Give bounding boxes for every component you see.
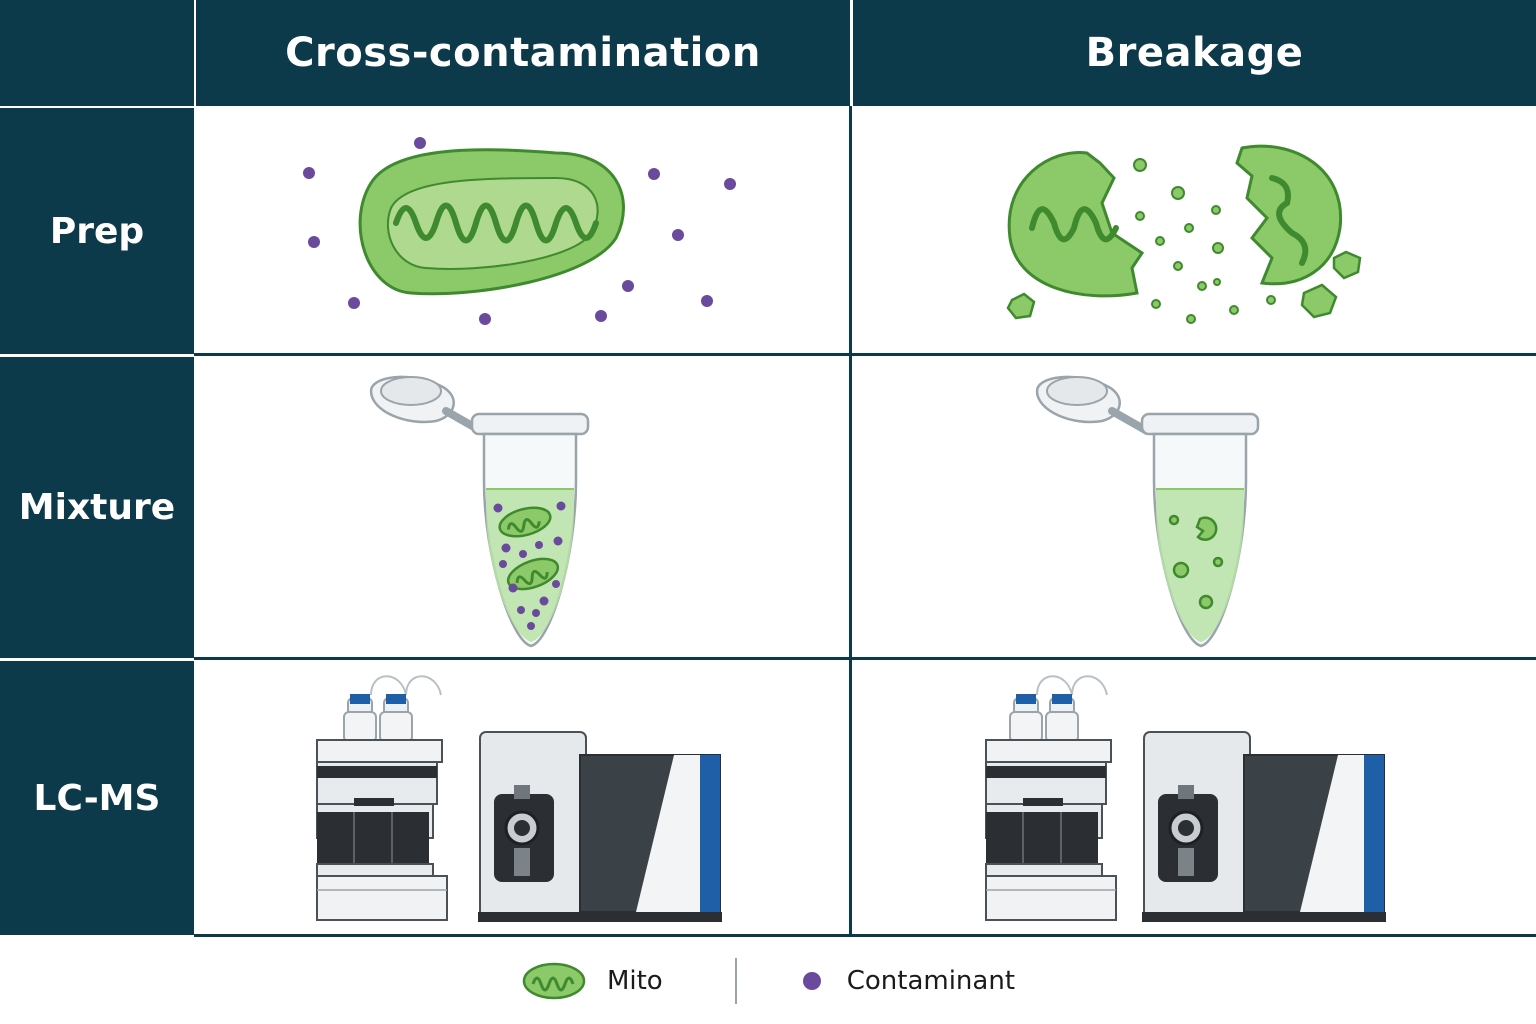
row-header-prep: Prep: [0, 108, 194, 354]
row-header-mixture: Mixture: [0, 357, 194, 658]
legend-item-contaminant: Contaminant: [801, 966, 1015, 996]
mass-spectrometer: [478, 731, 722, 922]
cell-prep-breakage: [852, 108, 1536, 353]
contaminant-dot-icon: [595, 310, 607, 322]
prep-intact-mito-illustration: [303, 137, 736, 325]
lc-stack: [985, 739, 1117, 921]
microtube-icon: [1035, 375, 1260, 648]
contaminant-dot-icon: [622, 280, 634, 292]
lc-ms-instrument-icon: [985, 675, 1386, 922]
prep-broken-mito-illustration: [1006, 144, 1362, 324]
lc-ms-instrument-icon: [316, 675, 722, 922]
legend-label-contaminant: Contaminant: [846, 965, 1016, 996]
contaminant-dot-icon: [648, 168, 660, 180]
column-header-cross-contamination: Cross-contamination: [196, 0, 850, 106]
tube-cap: [369, 375, 485, 435]
mitochondrion-fragment-left: [1007, 150, 1145, 298]
solvent-bottles: [1009, 675, 1108, 743]
mitochondrion-icon: [522, 962, 586, 999]
row-header-lc-ms: LC-MS: [0, 661, 194, 935]
cell-lc-ms-breakage: [852, 660, 1536, 934]
cell-lc-ms-cross-contamination: [196, 660, 849, 934]
mixture-tube-broken: [1035, 375, 1260, 648]
corner-header: [0, 0, 194, 106]
mitochondrion-icon: [358, 148, 625, 296]
contaminant-dot-icon: [303, 167, 315, 179]
legend-label-mito: Mito: [606, 965, 663, 996]
contaminant-dot-icon: [672, 229, 684, 241]
mass-spectrometer: [1142, 731, 1386, 922]
mixture-tube-contaminated: [369, 375, 590, 648]
solvent-bottles: [343, 675, 442, 743]
grid-divider-row1: [194, 353, 1536, 356]
contaminant-dot-icon: [701, 295, 713, 307]
microtube-icon: [369, 375, 590, 648]
contaminant-dot-icon: [724, 178, 736, 190]
grid-divider-row2: [194, 657, 1536, 660]
cell-mixture-cross-contamination: [196, 356, 849, 657]
contaminant-dot-icon: [348, 297, 360, 309]
contaminant-dots: [303, 137, 736, 325]
mito-fragments-small: [1133, 158, 1276, 324]
lc-stack: [316, 739, 448, 921]
contaminant-dot-icon: [414, 137, 426, 149]
column-header-breakage: Breakage: [853, 0, 1536, 106]
contaminant-dot-icon: [479, 313, 491, 325]
legend: Mito Contaminant: [0, 937, 1536, 1024]
legend-item-mito: Mito: [521, 960, 663, 1002]
contaminant-dot-icon: [802, 971, 821, 990]
mito-debris: [1006, 250, 1362, 320]
cell-prep-cross-contamination: [196, 108, 849, 353]
legend-divider: [734, 957, 737, 1004]
grid-divider-bottom: [194, 934, 1536, 937]
cell-mixture-breakage: [852, 356, 1536, 657]
tube-cap: [1035, 375, 1151, 435]
contaminant-dot-icon: [308, 236, 320, 248]
mitochondrion-fragment-right: [1235, 144, 1343, 286]
grid-divider-vertical: [849, 106, 852, 937]
